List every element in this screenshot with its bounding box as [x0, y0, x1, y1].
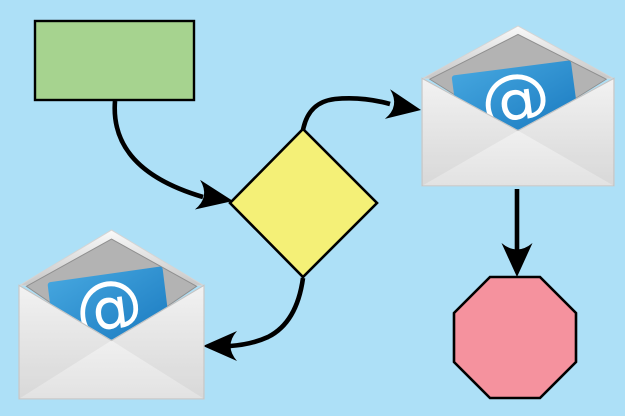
edge-decision-to-email-bottom — [203, 277, 306, 361]
edge-email-top-to-stop — [501, 189, 533, 277]
edge-decision-to-email-top — [300, 89, 421, 131]
edge-decision-to-email-top-line — [300, 95, 391, 131]
envelope-right-fold-shade — [518, 78, 615, 186]
edge-process-to-decision-line — [112, 100, 204, 200]
envelope-front-pocket — [18, 284, 205, 400]
edge-decision-to-email-top-arrowhead-icon — [384, 89, 421, 119]
edge-decision-to-email-bottom-line — [229, 277, 306, 349]
stop-octagon-node — [452, 275, 578, 400]
envelope-left-fold-shade — [18, 285, 112, 399]
edge-email-top-to-stop-arrowhead-icon — [501, 243, 533, 277]
envelope-right-fold-shade — [111, 285, 205, 399]
decision-diamond-node — [228, 127, 379, 279]
edge-process-to-decision-arrowhead-icon — [194, 179, 233, 210]
email-envelope-icon-bottom-left: @ — [18, 229, 205, 400]
process-rectangle-node — [33, 19, 196, 102]
envelope-front-pocket — [421, 77, 615, 187]
envelope-left-fold-shade — [421, 78, 518, 186]
edge-decision-to-email-bottom-arrowhead-icon — [203, 331, 237, 361]
email-envelope-icon-top-right: @ — [421, 25, 615, 187]
edge-process-to-decision — [112, 100, 233, 210]
